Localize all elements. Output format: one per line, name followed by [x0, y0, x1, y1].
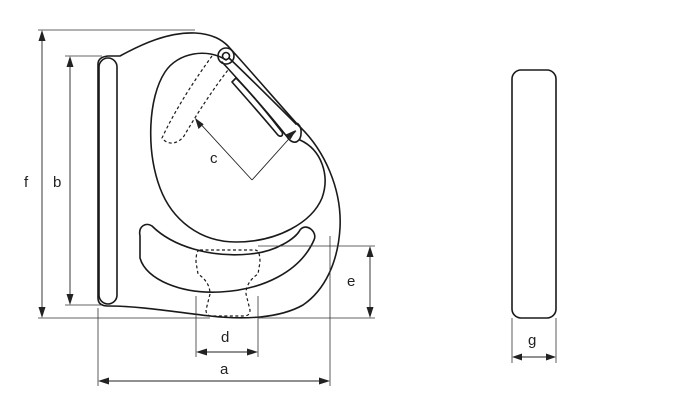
- label-b: b: [53, 174, 61, 191]
- latch-tip: [287, 122, 302, 143]
- label-f: f: [24, 174, 29, 191]
- hook-throat: [149, 52, 326, 243]
- latch-slot: [231, 77, 284, 137]
- label-e: e: [347, 273, 355, 290]
- label-g: g: [528, 332, 536, 349]
- label-d: d: [221, 329, 229, 346]
- dimension-f: [38, 30, 46, 318]
- dimension-b: [66, 56, 74, 305]
- pivot-pin-outer: [217, 47, 235, 65]
- extension-lines: [38, 29, 557, 386]
- latch-upper-edge: [228, 57, 297, 125]
- dimension-d: [196, 348, 258, 356]
- dimension-g: [512, 353, 556, 361]
- dimension-a: [98, 377, 330, 385]
- hook-front-view: [97, 32, 341, 319]
- pivot-pin-inner: [221, 51, 231, 61]
- hidden-load-pin: [195, 249, 261, 317]
- dimension-e: [366, 246, 374, 318]
- left-slot: [98, 57, 118, 305]
- label-a: a: [220, 361, 229, 378]
- dimension-c: [195, 118, 297, 181]
- hidden-spring: [161, 55, 229, 144]
- label-c: c: [210, 150, 218, 167]
- bottom-crescent-slot: [138, 223, 316, 293]
- hook-side-view: [511, 69, 557, 319]
- hook-body-outline: [97, 32, 341, 319]
